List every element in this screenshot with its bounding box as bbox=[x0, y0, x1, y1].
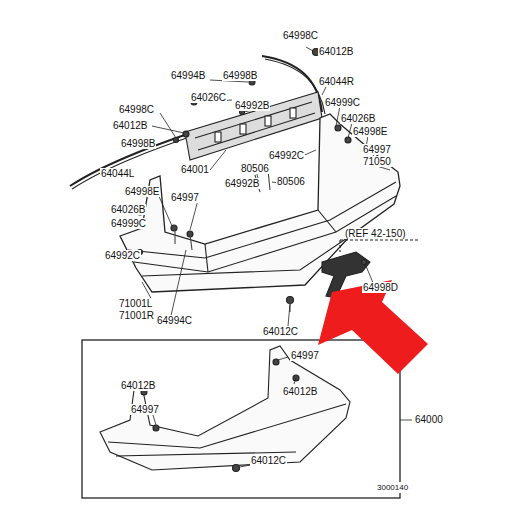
leader-line bbox=[400, 420, 412, 421]
bumper-contour bbox=[205, 210, 336, 272]
callout-number: 64026B bbox=[340, 113, 376, 124]
callout-number: 64998B bbox=[120, 138, 156, 149]
callout-number: 64997 bbox=[290, 350, 320, 361]
callout-number: 71001R bbox=[118, 310, 155, 321]
inset-bumper bbox=[100, 346, 350, 470]
callout-number: 64044L bbox=[100, 168, 135, 179]
molding-strip bbox=[70, 128, 205, 186]
leader-lines bbox=[110, 47, 390, 326]
pointer-arrow bbox=[318, 280, 428, 374]
callout-number: 64012B bbox=[120, 380, 156, 391]
callout-number: 64998D bbox=[362, 282, 399, 293]
reinforcement-bar bbox=[185, 92, 322, 160]
callout-number: 64998E bbox=[352, 126, 388, 137]
callout-number: 64000 bbox=[414, 414, 444, 425]
callout-number: 80506 bbox=[276, 176, 306, 187]
callout-number: 64998B bbox=[222, 70, 258, 81]
callout-number: 64997 bbox=[362, 144, 392, 155]
callout-number: 64994B bbox=[170, 70, 206, 81]
inset-leaders bbox=[146, 357, 296, 467]
callout-number: 64012B bbox=[318, 46, 354, 57]
callout-number: 64998C bbox=[118, 104, 155, 115]
inset-contour bbox=[108, 404, 346, 456]
fasteners bbox=[137, 49, 369, 304]
callout-number: 64998C bbox=[282, 30, 319, 41]
callout-number: 64026B bbox=[110, 204, 146, 215]
callout-number: 64012B bbox=[282, 386, 318, 397]
callout-number: 71001L bbox=[118, 298, 153, 309]
callout-number: 64012B bbox=[112, 120, 148, 131]
callout-number: 64999C bbox=[324, 97, 361, 108]
callout-number: 64001 bbox=[180, 164, 210, 175]
callout-number: 64992C bbox=[104, 250, 141, 261]
callout-number: 80506 bbox=[240, 163, 270, 174]
inset-fasteners bbox=[141, 359, 299, 472]
callout-number: 64026C bbox=[190, 92, 227, 103]
inset-frame bbox=[82, 340, 400, 498]
callout-number: 64012C bbox=[250, 455, 287, 466]
ref-leader bbox=[340, 240, 420, 252]
drawing-number: 3000140 bbox=[376, 482, 409, 493]
bar-holes bbox=[215, 108, 296, 142]
callout-number: 64992B bbox=[234, 100, 270, 111]
callout-number: 64999C bbox=[110, 218, 147, 229]
callout-number: 64997 bbox=[130, 404, 160, 415]
callout-number: 64997 bbox=[170, 192, 200, 203]
callout-number: 64994C bbox=[156, 315, 193, 326]
callout-number: 64992C bbox=[268, 150, 305, 161]
callout-number: 71050 bbox=[362, 156, 392, 167]
callout-number: 64012C bbox=[262, 326, 299, 337]
callout-number: 64998E bbox=[124, 186, 160, 197]
callout-number: 64992B bbox=[224, 178, 260, 189]
reference-note: (REF 42-150) bbox=[344, 228, 407, 239]
callout-number: 64044R bbox=[318, 76, 355, 87]
